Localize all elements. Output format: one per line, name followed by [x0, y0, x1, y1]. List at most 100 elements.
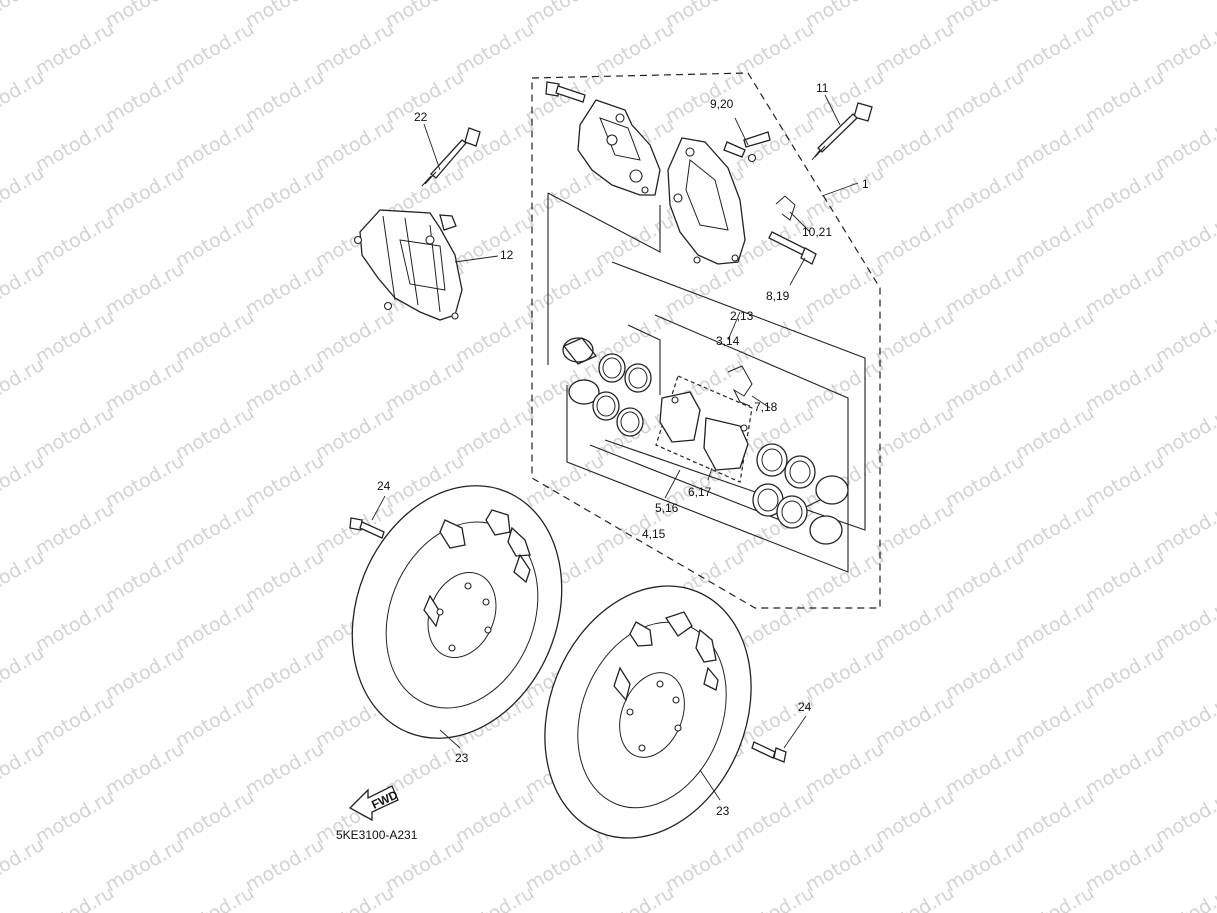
watermark-text: motod.ru [1082, 738, 1168, 801]
kit-frame-inner [566, 314, 849, 573]
watermark-text: motod.ru [872, 18, 958, 81]
watermark-text: motod.ru [942, 66, 1028, 129]
caliper-body-inner [577, 99, 661, 196]
watermark-text: motod.ru [0, 546, 48, 609]
watermark-text: motod.ru [242, 0, 328, 32]
watermark-text: motod.ru [1082, 546, 1168, 609]
watermark-text: motod.ru [1012, 498, 1098, 561]
brake-disc-right [544, 585, 752, 839]
watermark-text: motod.ru [872, 786, 958, 849]
watermark-text: motod.ru [102, 450, 188, 513]
callout-5-16: 5,16 [655, 501, 679, 515]
watermark-text: motod.ru [312, 882, 398, 913]
watermark-text: motod.ru [32, 690, 118, 753]
watermark-text: motod.ru [102, 258, 188, 321]
watermark-text: motod.ru [1012, 690, 1098, 753]
watermark-text: motod.ru [942, 834, 1028, 897]
watermark-text: motod.ru [102, 546, 188, 609]
watermark-text: motod.ru [452, 786, 538, 849]
callout-8-19: 8,19 [766, 289, 790, 303]
watermark-text: motod.ru [32, 306, 118, 369]
caliper-assembly-left [353, 209, 463, 321]
watermark-text: motod.ru [1012, 402, 1098, 465]
watermark-text: motod.ru [172, 786, 258, 849]
watermark-text: motod.ru [592, 882, 678, 913]
watermark-text: motod.ru [1082, 258, 1168, 321]
watermark-text: motod.ru [0, 0, 48, 32]
watermark-text: motod.ru [32, 498, 118, 561]
bleed-screw [723, 131, 771, 163]
watermark-text: motod.ru [942, 0, 1028, 32]
watermark-text: motod.ru [522, 450, 608, 513]
watermark-text: motod.ru [1082, 642, 1168, 705]
watermark-text: motod.ru [802, 738, 888, 801]
watermark-text: motod.ru [172, 594, 258, 657]
watermark-text: motod.ru [1082, 450, 1168, 513]
disc-bolt-right [751, 741, 787, 763]
watermark-text: motod.ru [802, 546, 888, 609]
watermark-text: motod.ru [1012, 114, 1098, 177]
watermark-text: motod.ru [802, 258, 888, 321]
watermark-text: motod.ru [32, 210, 118, 273]
watermark-text: motod.ru [1152, 690, 1217, 753]
watermark-text: motod.ru [382, 354, 468, 417]
watermark-text: motod.ru [32, 786, 118, 849]
watermark-text: motod.ru [0, 66, 48, 129]
watermark-text: motod.ru [802, 66, 888, 129]
watermark-text: motod.ru [32, 594, 118, 657]
watermark-text: motod.ru [1082, 162, 1168, 225]
caliper-body-outer [667, 137, 746, 265]
callout-3-14: 3,14 [716, 334, 740, 348]
watermark-text: motod.ru [312, 18, 398, 81]
watermark-text: motod.ru [1012, 210, 1098, 273]
watermark-text: motod.ru [102, 354, 188, 417]
diagram-code: 5KE3100-A231 [336, 828, 418, 842]
watermark-text: motod.ru [872, 210, 958, 273]
caliper-assembly-boundary [531, 72, 881, 609]
watermark-text: motod.ru [1152, 882, 1217, 913]
piston-group-right [752, 443, 849, 545]
watermark-text: motod.ru [102, 0, 188, 32]
watermark-text: motod.ru [242, 450, 328, 513]
seal-frame-outer [547, 192, 661, 253]
watermark-text: motod.ru [942, 162, 1028, 225]
watermark-text: motod.ru [242, 66, 328, 129]
watermark-text: motod.ru [942, 642, 1028, 705]
watermark-text: motod.ru [172, 210, 258, 273]
watermark-text: motod.ru [942, 738, 1028, 801]
watermark-text: motod.ru [32, 882, 118, 913]
watermark-text: motod.ru [1152, 306, 1217, 369]
watermark-text: motod.ru [592, 18, 678, 81]
watermark-text: motod.ru [382, 834, 468, 897]
pad-spring [727, 365, 753, 407]
watermark-text: motod.ru [522, 258, 608, 321]
watermark-text: motod.ru [942, 546, 1028, 609]
watermark-text: motod.ru [382, 0, 468, 32]
watermark-text: motod.ru [872, 498, 958, 561]
callout-22: 22 [414, 110, 428, 124]
watermark-text: motod.ru [802, 0, 888, 32]
pin-clip [775, 195, 796, 221]
callout-23-left: 23 [455, 751, 469, 765]
callout-12: 12 [500, 248, 514, 262]
watermark-text: motod.ru [1082, 66, 1168, 129]
watermark-text: motod.ru [102, 162, 188, 225]
watermark-text: motod.ru [242, 642, 328, 705]
callout-6-17: 6,17 [688, 485, 712, 499]
watermark-text: motod.ru [942, 450, 1028, 513]
watermark-text: motod.ru [102, 66, 188, 129]
callout-1: 1 [862, 177, 869, 191]
watermark-text: motod.ru [32, 114, 118, 177]
watermark-text: motod.ru [0, 834, 48, 897]
watermark-text: motod.ru [732, 786, 818, 849]
callout-24-left: 24 [377, 479, 391, 493]
watermark-text: motod.ru [662, 0, 748, 32]
watermark-text: motod.ru [1152, 114, 1217, 177]
watermark-text: motod.ru [1152, 18, 1217, 81]
watermark-text: motod.ru [32, 18, 118, 81]
callout-10-21: 10,21 [802, 225, 832, 239]
callout-24-right: 24 [798, 700, 812, 714]
watermark-text: motod.ru [32, 402, 118, 465]
leader-lines [371, 94, 859, 801]
